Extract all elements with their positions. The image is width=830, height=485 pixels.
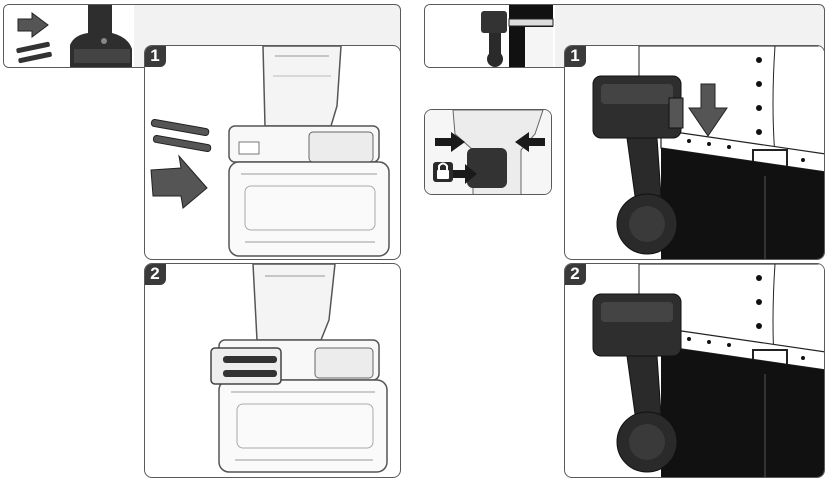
bit-icon <box>150 119 212 153</box>
arrow-right-icon <box>150 154 208 209</box>
right-panel-step-2: 2 <box>564 263 825 478</box>
clip-on-belt-illustration <box>592 46 824 259</box>
tool-on-belt-thumbnail <box>481 11 507 67</box>
tool-thumbnail <box>70 5 132 67</box>
step-number: 1 <box>565 46 586 67</box>
step-number: 2 <box>145 264 166 285</box>
screwdriver-bits-icon <box>16 41 52 64</box>
arrow-right-icon <box>453 164 477 184</box>
battery-bits-insert-illustration <box>150 46 390 257</box>
left-panel-step-2: 2 <box>144 263 401 478</box>
left-header-bar <box>3 4 401 68</box>
belt-thumbnail <box>508 5 554 67</box>
belt-clip-lock-panel <box>424 109 552 195</box>
clip-release-illustration <box>425 110 551 194</box>
step-number: 1 <box>145 46 166 67</box>
bit-icon <box>223 356 277 377</box>
right-panel-step-1: 1 <box>564 45 825 260</box>
tool-body <box>592 75 684 255</box>
lock-icon <box>433 162 453 182</box>
tool-hung-on-belt-illustration <box>592 264 824 477</box>
arrow-right-icon <box>435 132 465 152</box>
bits-stored-illustration <box>210 264 388 473</box>
left-header-illustration <box>4 5 134 67</box>
shirt-buttons <box>756 57 762 135</box>
step-number: 2 <box>565 264 586 285</box>
tool-body <box>592 293 682 473</box>
left-panel-step-1: 1 <box>144 45 401 260</box>
arrow-down-icon <box>688 83 728 137</box>
arrow-right-icon <box>17 12 49 38</box>
right-header-illustration <box>425 5 555 67</box>
arrow-left-icon <box>515 132 545 152</box>
